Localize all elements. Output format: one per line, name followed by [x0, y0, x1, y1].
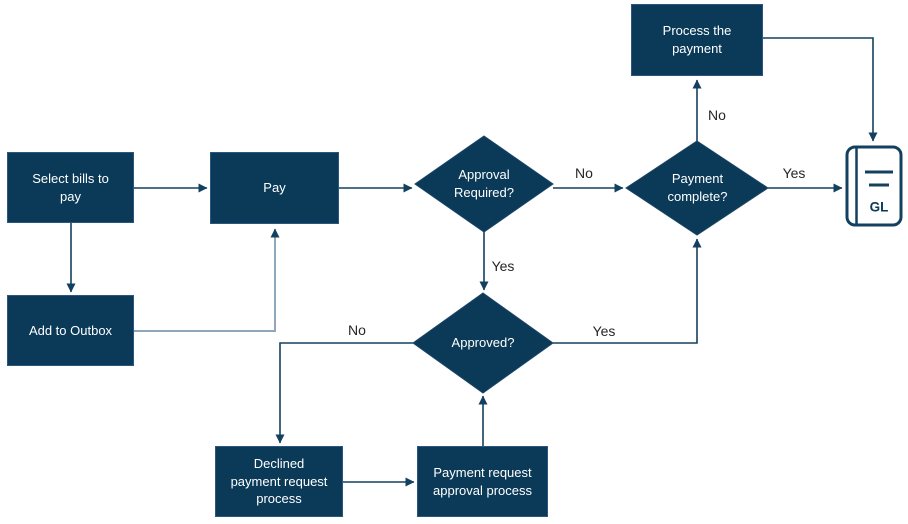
edge-label-approved-no: No	[348, 322, 366, 338]
edge-label-approval-required-yes: Yes	[491, 258, 515, 274]
edge-label-approval-required-no: No	[575, 165, 593, 181]
node-payment-complete-shape	[625, 140, 769, 236]
edge-label-approved-yes: Yes	[592, 323, 616, 339]
node-add-to-outbox: Add to Outbox	[7, 295, 134, 366]
general-ledger-icon	[845, 145, 903, 227]
node-pay: Pay	[210, 152, 339, 224]
edge-process-payment-to-gl	[763, 37, 878, 142]
node-process-the-payment: Process the payment	[631, 4, 763, 76]
node-select-bills-to-pay: Select bills to pay	[7, 152, 134, 223]
node-approval-required-shape	[414, 135, 554, 233]
node-declined-payment-request-process: Declined payment request process	[215, 446, 343, 517]
node-payment-request-approval-process: Payment request approval process	[417, 446, 548, 517]
edge-label-payment-complete-no: No	[708, 107, 726, 123]
node-approved-shape	[412, 292, 554, 394]
edge-add-outbox-to-pay	[134, 228, 280, 332]
general-ledger-label: GL	[869, 199, 889, 215]
edge-approved-no-to-declined-process	[275, 342, 413, 444]
edge-label-payment-complete-yes: Yes	[782, 165, 806, 181]
edge-approved-yes-to-payment-complete	[553, 238, 702, 344]
